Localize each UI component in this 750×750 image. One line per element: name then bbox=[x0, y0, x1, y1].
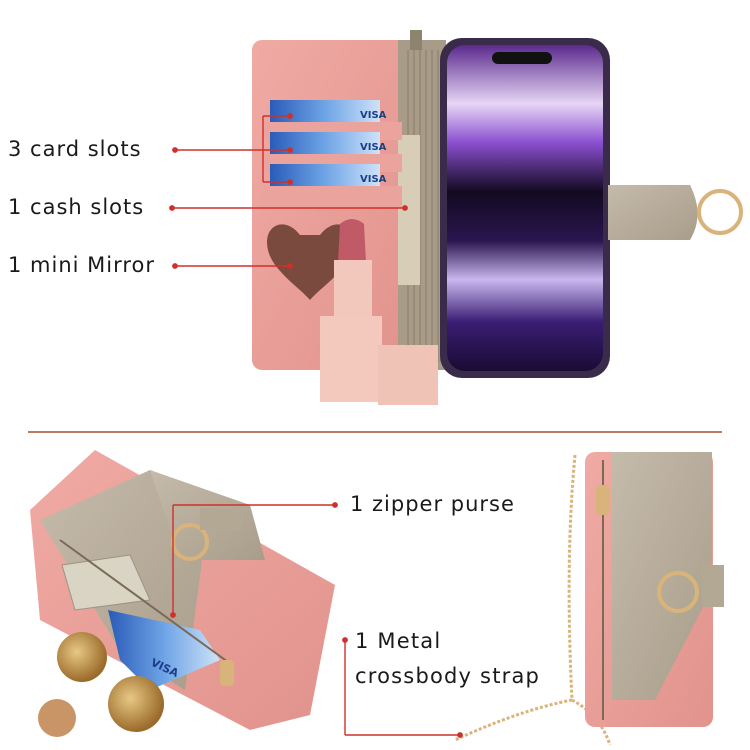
metal-ring bbox=[697, 189, 743, 235]
phone bbox=[440, 38, 610, 378]
card-slots: VISA VISA VISA bbox=[262, 100, 402, 208]
lipstick bbox=[320, 219, 438, 405]
open-wallet-case: VISA VISA VISA bbox=[252, 30, 743, 405]
card-brand: VISA bbox=[360, 174, 387, 185]
annotation-lines-bottom bbox=[170, 502, 463, 738]
metal-ring bbox=[657, 571, 699, 613]
label-zipper-purse: 1 zipper purse bbox=[350, 492, 515, 516]
label-metal-strap-line1: 1 Metal bbox=[355, 629, 442, 653]
label-mini-mirror: 1 mini Mirror bbox=[8, 253, 156, 277]
cash bbox=[61, 554, 151, 611]
closed-wallet-zipper: VISA bbox=[30, 450, 335, 730]
label-card-slots: 3 card slots bbox=[8, 137, 142, 161]
annotation-lines-top bbox=[169, 113, 408, 269]
heart-mirror bbox=[267, 224, 353, 300]
label-metal-strap-line2: crossbody strap bbox=[355, 664, 541, 688]
label-cash-slots: 1 cash slots bbox=[8, 195, 145, 219]
coins bbox=[38, 632, 164, 737]
card bbox=[108, 610, 220, 690]
card-brand: VISA bbox=[360, 142, 387, 153]
cash-slot bbox=[398, 135, 420, 285]
wallet-with-chain bbox=[454, 452, 724, 746]
card-brand: VISA bbox=[360, 110, 387, 121]
